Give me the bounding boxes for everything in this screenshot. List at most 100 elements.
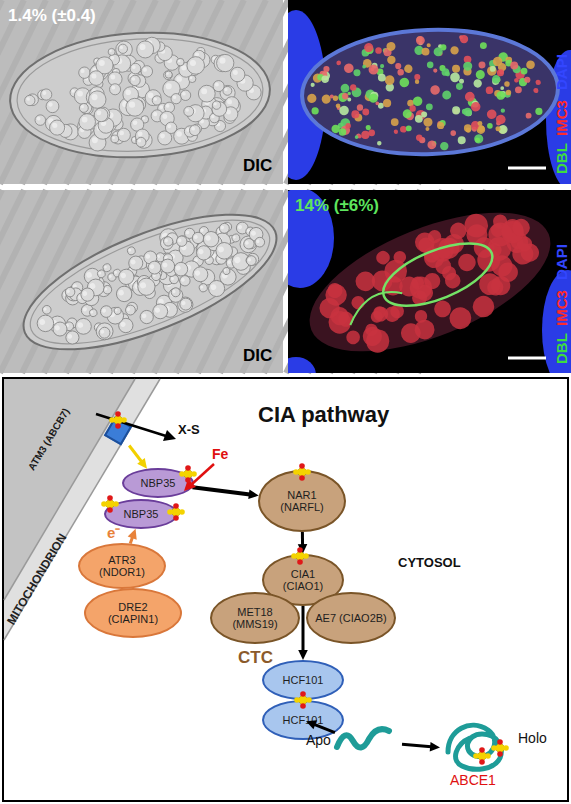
granule-highlight <box>233 236 237 240</box>
fluo-dot <box>406 125 412 131</box>
granule-highlight <box>193 234 198 239</box>
figure-label: X-S <box>178 422 200 437</box>
granule-highlight <box>96 110 101 115</box>
fluo-dot <box>427 43 431 47</box>
granule <box>186 56 204 74</box>
granule-highlight <box>185 108 189 112</box>
fluo-dot <box>495 126 500 131</box>
fluo-dot <box>336 60 341 65</box>
granule-highlight <box>139 44 145 50</box>
granule <box>151 302 170 321</box>
granule <box>125 98 144 117</box>
protein-oval: ATR3 (NDOR1) <box>78 543 166 589</box>
imc3-blob <box>456 251 479 274</box>
fluo-dot <box>486 86 494 94</box>
granule-highlight <box>77 321 84 328</box>
fluo-dot <box>426 103 433 110</box>
granule-highlight <box>176 131 182 137</box>
granule-highlight <box>148 92 154 98</box>
fluo-dot <box>478 61 485 68</box>
fluo-dot <box>353 69 360 76</box>
granule <box>94 108 108 122</box>
scale-bar <box>508 357 546 360</box>
sulfur-atom <box>473 753 479 759</box>
iron-atom <box>115 411 121 417</box>
node-text: Holo <box>518 730 547 746</box>
fes-cluster <box>473 747 491 765</box>
fluo-dot <box>506 90 512 96</box>
fluo-dot <box>492 75 501 84</box>
fluo-dot <box>458 136 466 144</box>
granule <box>136 137 146 147</box>
granule <box>231 233 241 243</box>
granule-highlight <box>170 277 174 281</box>
granule-highlight <box>38 318 46 326</box>
fluo-dot <box>347 97 351 101</box>
granule-highlight <box>145 253 151 259</box>
granule <box>165 122 177 134</box>
fluo-dot <box>416 134 423 141</box>
fluo-dot <box>478 125 485 132</box>
granule-highlight <box>42 91 46 95</box>
fluo-dot <box>504 81 510 87</box>
fluo-dot <box>395 63 401 69</box>
granule-highlight <box>233 256 241 264</box>
connector <box>402 744 431 747</box>
fluo-dot <box>445 71 450 76</box>
granule <box>152 96 162 106</box>
granule-highlight <box>138 131 143 136</box>
fluo-dot <box>515 86 522 93</box>
granule <box>135 276 157 298</box>
fluo-dot <box>535 108 542 115</box>
fluo-dot <box>440 142 449 151</box>
fluo-dot <box>321 75 329 83</box>
granule-highlight <box>166 104 170 108</box>
fluo-dot <box>399 77 409 87</box>
connector <box>301 532 304 545</box>
fluo-dot <box>307 94 317 104</box>
granule <box>216 54 234 72</box>
granule <box>162 235 174 247</box>
protein-name: ABCE1 <box>450 772 496 788</box>
fluo-dot <box>370 67 374 71</box>
fluo-dot <box>369 93 379 103</box>
fluo-dot <box>456 83 463 90</box>
imc3-blob <box>476 270 504 298</box>
granule <box>41 304 52 315</box>
fluo-dot <box>355 135 359 139</box>
fluo-dot <box>377 141 382 146</box>
granule <box>89 70 104 85</box>
granule-highlight <box>162 114 167 119</box>
dic-cell <box>7 26 273 163</box>
fluo-dot <box>350 84 357 91</box>
granule <box>175 234 189 248</box>
fluo-dot <box>378 74 386 82</box>
fluo-dot <box>535 80 540 85</box>
granule <box>114 284 134 304</box>
granule <box>49 120 65 136</box>
granule-highlight <box>223 269 226 272</box>
granule-highlight <box>159 105 163 109</box>
fluo-dot <box>415 80 420 85</box>
granule-highlight <box>91 94 97 100</box>
granule <box>230 67 245 82</box>
iron-atom <box>479 747 485 753</box>
granule-highlight <box>130 259 136 265</box>
fluo-dot <box>400 126 407 133</box>
figure-label: Fe <box>212 446 228 462</box>
granule-highlight <box>110 74 115 79</box>
fluo-dot <box>493 57 503 67</box>
fluo-dot <box>533 88 538 93</box>
fluo-dot <box>510 61 518 69</box>
granule <box>198 85 216 103</box>
fluo-dot <box>521 68 528 75</box>
figure-label: DIC <box>243 346 272 365</box>
granule-highlight <box>112 136 115 139</box>
iron-atom <box>300 703 306 709</box>
iron-atom <box>115 423 121 429</box>
sulfur-atom <box>167 509 173 515</box>
apo-protein <box>335 725 391 755</box>
granule <box>88 90 106 108</box>
granule <box>79 103 88 112</box>
granule-highlight <box>98 272 101 275</box>
